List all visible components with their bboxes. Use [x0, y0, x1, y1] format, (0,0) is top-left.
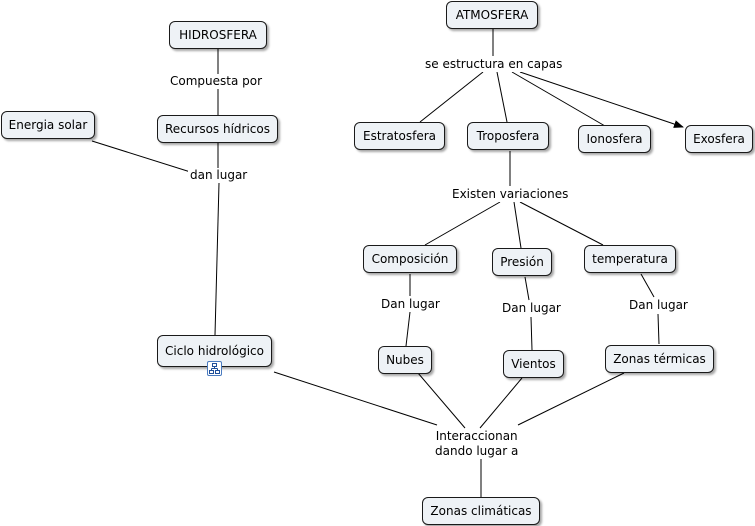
link-label-interaccionan: Interaccionan dando lugar a	[433, 429, 521, 459]
link-label-existen-variaciones: Existen variaciones	[450, 187, 571, 202]
concept-ionosfera[interactable]: Ionosfera	[578, 125, 651, 153]
concept-recursos-hidricos[interactable]: Recursos hídricos	[157, 115, 278, 143]
edge-danlugar-termicas	[657, 313, 660, 345]
edge-estructura-troposfera	[496, 71, 508, 123]
edge-energia-danlugar	[91, 140, 201, 176]
edge-estructura-estratosfera	[419, 71, 484, 123]
edge-variaciones-temperatura	[519, 201, 604, 246]
link-label-dan-lugar-presion: Dan lugar	[500, 301, 563, 316]
edge-estructura-ionosfera	[511, 71, 606, 127]
edge-danlugar-nubes	[405, 311, 411, 347]
edge-danlugar-vientos	[530, 316, 533, 351]
concept-map-glyph	[209, 363, 220, 374]
edge-variaciones-presion	[513, 201, 522, 249]
concept-temperatura[interactable]: temperatura	[584, 245, 676, 273]
link-label-compuesta-por: Compuesta por	[168, 74, 265, 89]
concept-nubes[interactable]: Nubes	[378, 346, 432, 374]
concept-zonas-termicas[interactable]: Zonas térmicas	[605, 345, 714, 373]
concept-presion[interactable]: Presión	[492, 248, 552, 276]
edge-termicas-interaccionan	[517, 372, 625, 426]
edge-estructura-exosfera	[519, 71, 684, 128]
concept-hidrosfera[interactable]: HIDROSFERA	[169, 21, 267, 49]
edge-presion-danlugar	[524, 276, 530, 301]
concept-energia-solar[interactable]: Energia solar	[1, 111, 95, 139]
concept-atmosfera[interactable]: ATMOSFERA	[446, 1, 538, 29]
edge-ciclo-interaccionan	[273, 371, 438, 426]
concept-vientos[interactable]: Vientos	[503, 350, 564, 378]
link-label-dan-lugar-composicion: Dan lugar	[379, 297, 442, 312]
edge-nubes-interaccionan	[417, 372, 466, 429]
concept-estratosfera[interactable]: Estratosfera	[354, 122, 445, 150]
link-label-se-estructura: se estructura en capas	[423, 57, 565, 72]
concept-zonas-climaticas[interactable]: Zonas climáticas	[422, 497, 540, 525]
edge-danlugar-ciclo	[214, 182, 220, 336]
concept-composicion[interactable]: Composición	[363, 245, 457, 273]
concept-troposfera[interactable]: Troposfera	[467, 122, 549, 150]
concept-map-icon[interactable]	[207, 361, 222, 376]
concept-exosfera[interactable]: Exosfera	[685, 125, 753, 153]
link-label-dan-lugar-temperatura: Dan lugar	[627, 298, 690, 313]
edge-vientos-interaccionan	[479, 377, 523, 429]
edge-variaciones-composicion	[424, 201, 501, 246]
edge-temperatura-danlugar	[640, 273, 655, 298]
link-label-dan-lugar-hidro: dan lugar	[188, 168, 250, 183]
